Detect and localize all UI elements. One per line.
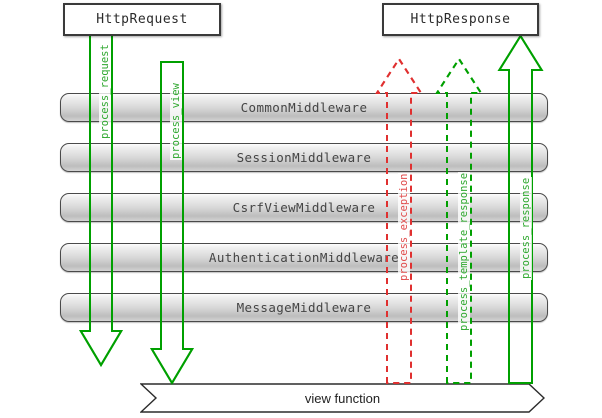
middleware-bar: SessionMiddleware [60,143,548,172]
middleware-bar: CommonMiddleware [60,93,548,122]
middleware-label: CsrfViewMiddleware [232,200,376,215]
flow-label-process-request: process_request [99,43,111,140]
flow-label-process-template-response: process_template_response [458,171,470,332]
flow-arrow-process-exception [375,57,423,384]
middleware-label: AuthenticationMiddleware [208,250,400,265]
http-response-label: HttpResponse [410,12,511,27]
http-response-box: HttpResponse [382,3,539,36]
view-function-box: view function [140,383,545,413]
flow-label-process-view: process_view [170,82,182,160]
flow-label-process-response: process_response [520,176,532,280]
flow-arrow-process-request [79,34,123,367]
http-request-label: HttpRequest [96,12,188,27]
middleware-label: CommonMiddleware [240,100,368,115]
flow-arrow-process-response [497,34,544,384]
flow-arrow-process-view [150,61,194,385]
middleware-label: SessionMiddleware [236,150,372,165]
flow-label-process-exception: process_exception [398,172,410,282]
view-function-label: view function [304,390,381,406]
middleware-label: MessageMiddleware [236,300,372,315]
http-request-box: HttpRequest [63,3,221,36]
flow-arrow-process-template-response [435,57,483,384]
